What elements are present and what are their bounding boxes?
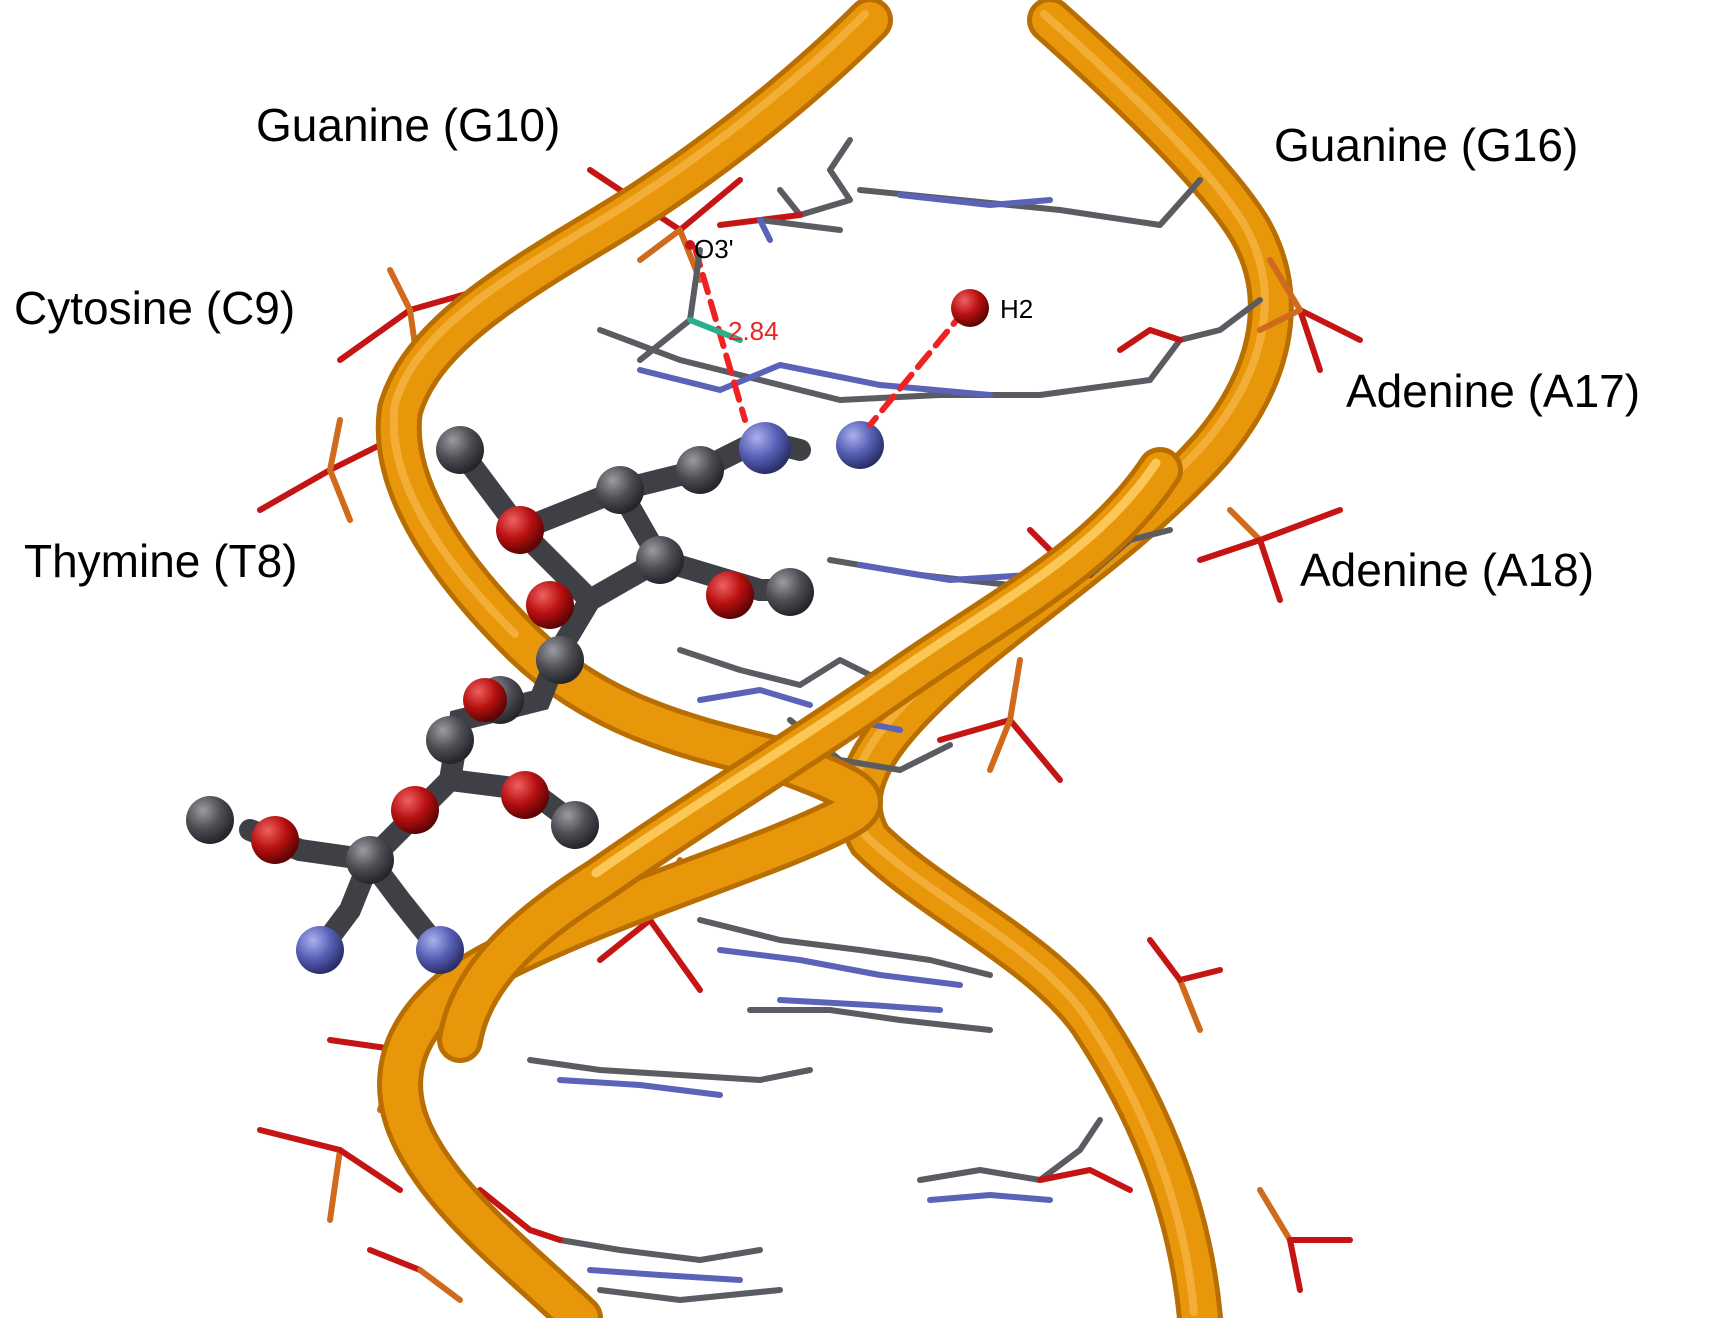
o3-region-sticks xyxy=(637,217,843,363)
label-adenine-a18: Adenine (A18) xyxy=(1300,544,1595,596)
label-adenine-a17: Adenine (A17) xyxy=(1346,365,1641,417)
backbone-ribbon-cross xyxy=(437,447,1183,1063)
ligand-carbon-atom xyxy=(536,636,584,684)
o3-atom-marker xyxy=(685,240,695,250)
ligand-carbon-atom xyxy=(676,446,724,494)
ligand-oxygen-atom xyxy=(251,816,299,864)
ligand-nitrogen-atom xyxy=(296,926,344,974)
ligand-molecule xyxy=(186,421,884,974)
ligand-oxygen-atom xyxy=(391,786,439,834)
ligand-oxygen-atom xyxy=(706,571,754,619)
ligand-oxygen-atom xyxy=(496,506,544,554)
label-guanine-g10: Guanine (G10) xyxy=(256,99,561,151)
ligand-nitrogen-atom xyxy=(836,421,884,469)
label-h2-atom: H2 xyxy=(1000,294,1034,324)
label-guanine-g16: Guanine (G16) xyxy=(1274,119,1579,171)
label-cytosine-c9: Cytosine (C9) xyxy=(14,282,296,334)
ligand-carbon-atom xyxy=(766,568,814,616)
ligand-nitrogen-atom xyxy=(739,422,791,474)
ligand-nitrogen-atom xyxy=(416,926,464,974)
ligand-oxygen-atom xyxy=(501,771,549,819)
ligand-carbon-atom xyxy=(551,801,599,849)
label-thymine-t8: Thymine (T8) xyxy=(24,535,298,587)
label-distance: 2.84 xyxy=(728,316,779,346)
water-h2-atom xyxy=(951,289,989,327)
ligand-carbon-atom xyxy=(426,716,474,764)
ligand-oxygen-atom xyxy=(526,581,574,629)
ligand-carbon-atom xyxy=(636,536,684,584)
label-o3-atom: O3' xyxy=(694,234,734,264)
ligand-carbon-atom xyxy=(596,466,644,514)
ligand-oxygen-atom xyxy=(463,678,507,722)
ligand-carbon-atom xyxy=(186,796,234,844)
ligand-carbon-atom xyxy=(436,426,484,474)
ligand-carbon-atom xyxy=(346,836,394,884)
